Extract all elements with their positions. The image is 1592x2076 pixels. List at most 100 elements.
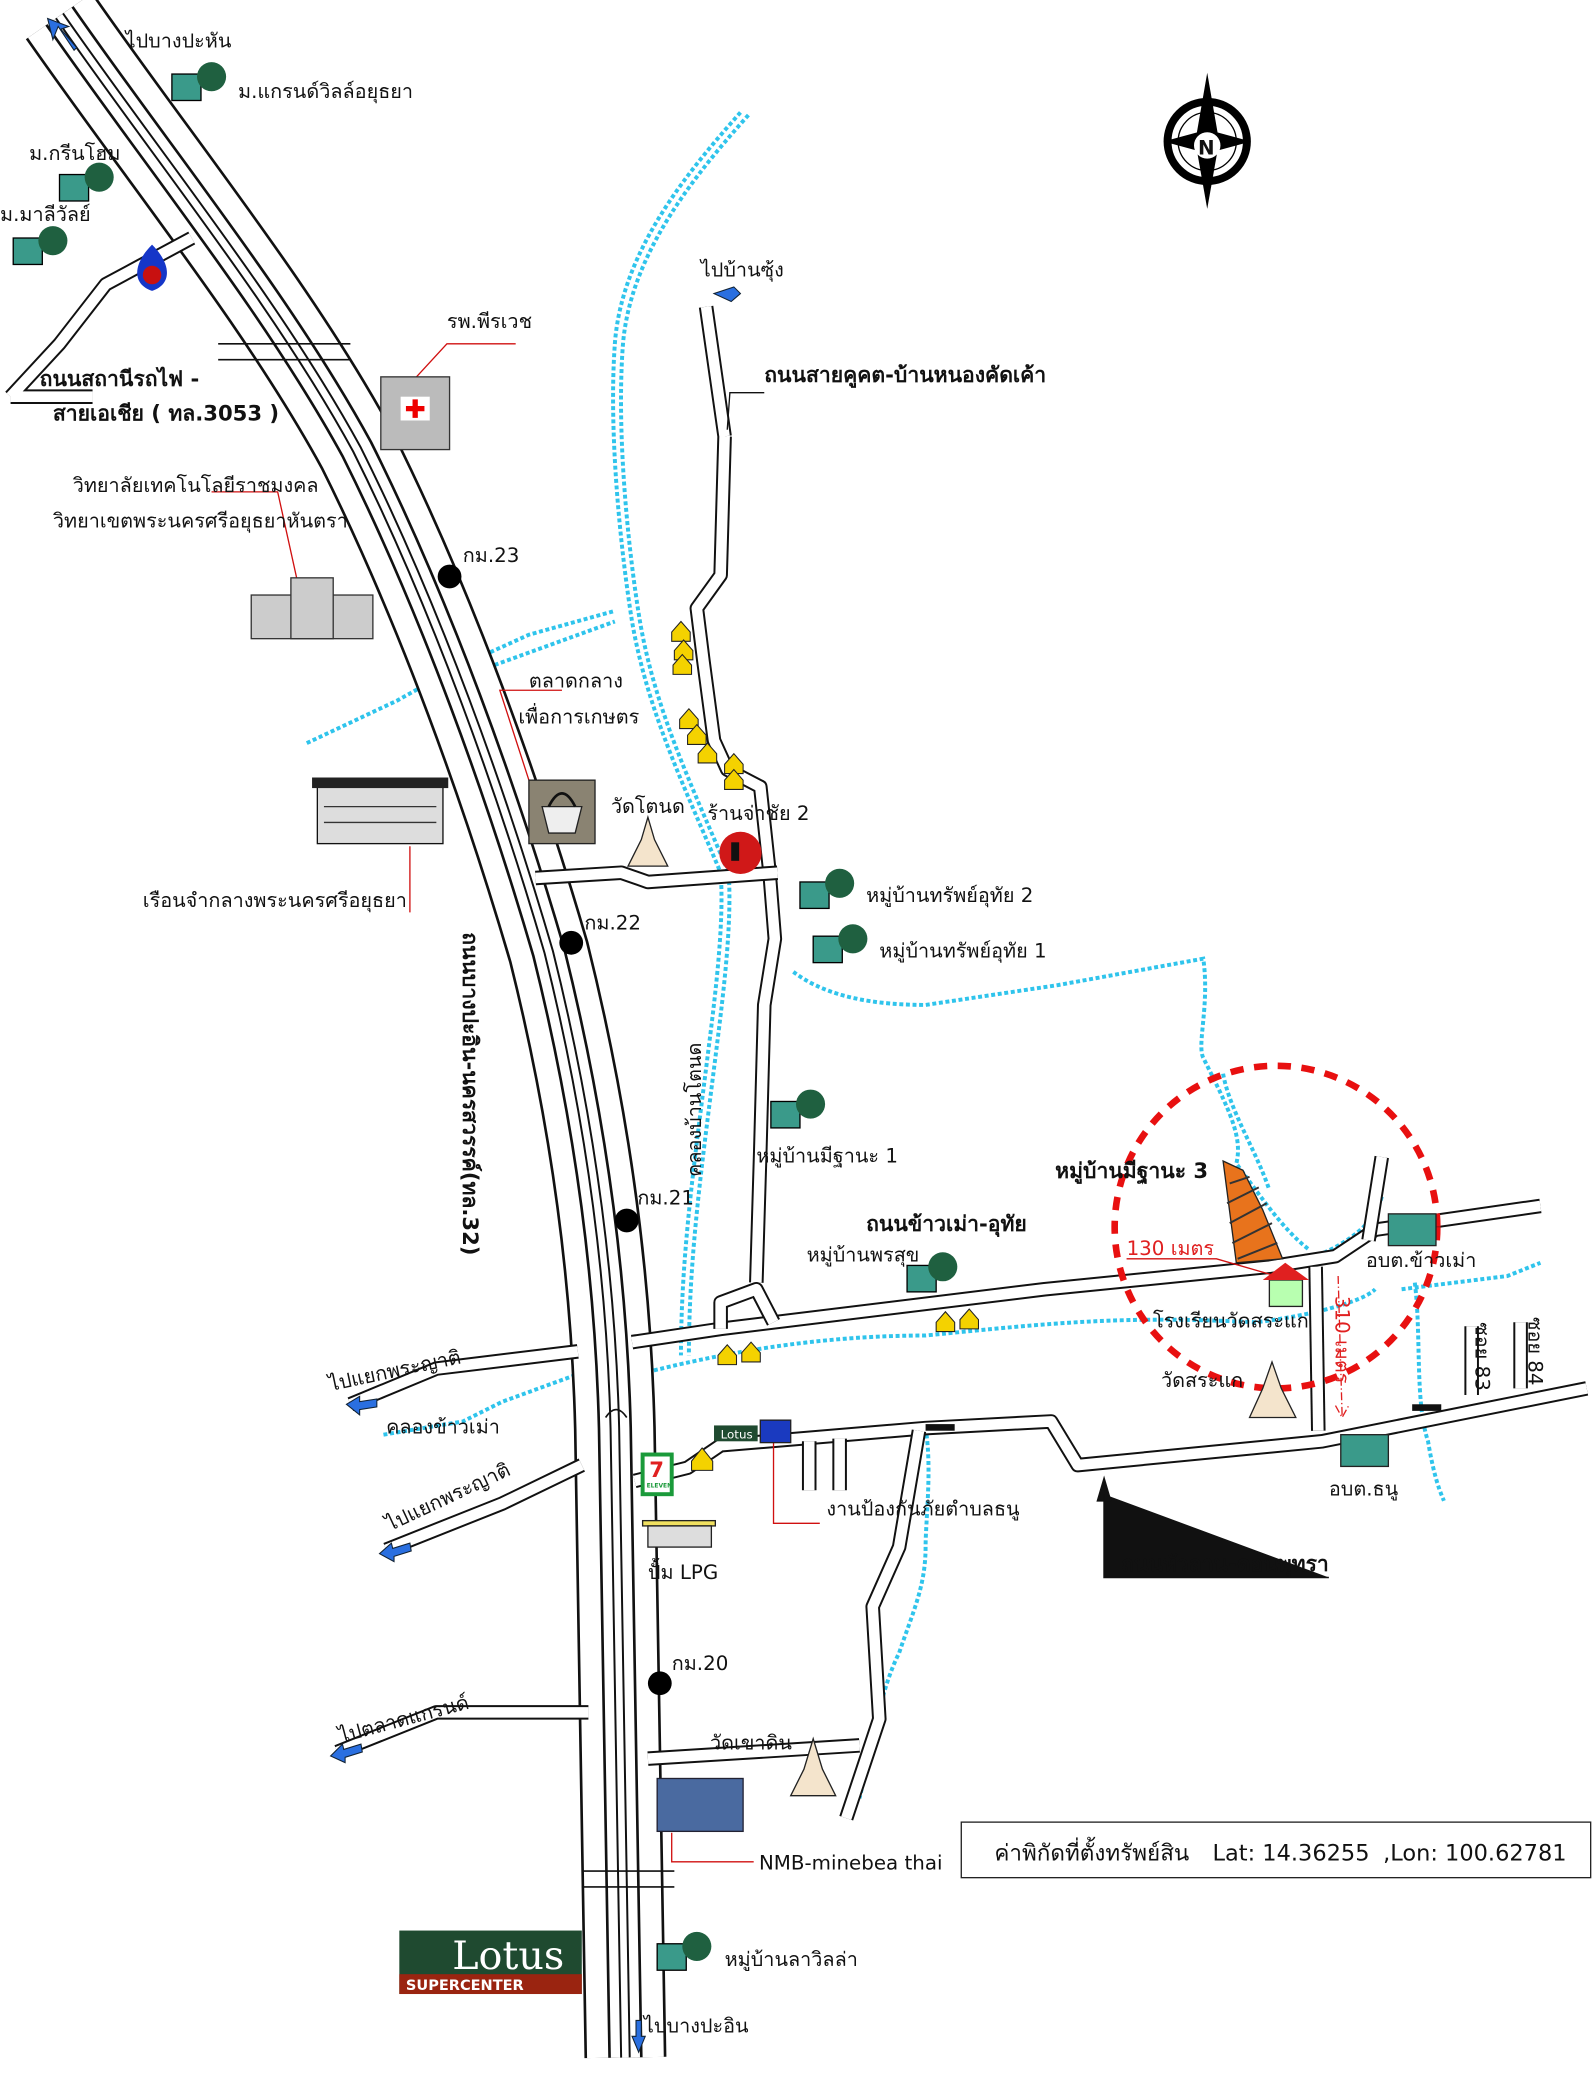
km-marker-icon	[437, 564, 462, 589]
lpg-station-icon	[641, 1519, 717, 1548]
distance-label: 310 เมตร	[1330, 1296, 1353, 1384]
svg-text:SUPERCENTER: SUPERCENTER	[406, 1978, 524, 1994]
label: หมู่บ้านลาวิลล่า	[725, 1948, 858, 1972]
km-label: กม.20	[672, 1652, 729, 1675]
label: ร้านจ่าชัย 2	[707, 802, 809, 825]
road-label: ถนนสายคูคต-บ้านหนองคัดเค้า	[764, 362, 1046, 389]
hualan-road-pointer	[1096, 1475, 1329, 1579]
direction-arrows	[46, 17, 742, 2054]
km-marker-icon	[647, 1671, 672, 1696]
label: วิทยาเขตพระนครศรีอยุธยาหันตรา	[53, 510, 348, 534]
factory-icon	[656, 1777, 744, 1833]
village-icon	[58, 162, 114, 202]
label: เรือนจำกลางพระนครศรีอยุธยา	[143, 889, 407, 913]
lotus-small-logo-icon: Lotus	[714, 1425, 758, 1442]
label: ไปบางปะหัน	[124, 30, 232, 53]
label: เพื่อการเกษตร	[518, 702, 639, 728]
obt-building-icon	[1387, 1213, 1437, 1247]
seven-eleven-icon: 7 ELEVEN	[640, 1452, 674, 1497]
map-labels: ไปบางปะหัน ม.แกรนด์วิลล์อยุธยา ม.กรีนโฮม…	[0, 30, 1547, 2038]
site-hatch	[1226, 1175, 1278, 1260]
km-label: กม.22	[584, 912, 641, 935]
village-icon	[12, 226, 68, 266]
label: หมู่บ้านทรัพย์อุทัย 1	[879, 939, 1046, 963]
school-icon	[1262, 1262, 1310, 1308]
km-marker-icon	[559, 930, 584, 955]
highway-32	[25, 0, 675, 2059]
label: ปั้ม LPG	[648, 1558, 718, 1584]
label: ม.กรีนโฮม	[29, 142, 120, 165]
canal-label: คลองบ้านโตนด	[683, 1043, 706, 1177]
temple-icon	[789, 1736, 837, 1797]
obt-building-icon	[1340, 1434, 1390, 1468]
restaurant-icon	[719, 831, 762, 875]
khukhot-pointer	[726, 392, 765, 430]
svg-text:Lotus: Lotus	[452, 1933, 564, 1979]
compass-icon: N	[1163, 72, 1251, 209]
km-marker-icon	[614, 1208, 639, 1233]
village-icon	[906, 1252, 958, 1293]
prison-icon	[312, 777, 449, 845]
label: ตลาดกลาง	[529, 670, 623, 693]
village-icon	[770, 1089, 826, 1129]
label: อบต.ธนู	[1329, 1478, 1399, 1502]
label: หมู่บ้านมีฐานะ 3	[1055, 1158, 1208, 1185]
svg-text:ค่าพิกัดที่ตั้งทรัพย์สิน: ค่าพิกัดที่ตั้งทรัพย์สิน	[994, 1836, 1189, 1866]
village-icon	[171, 62, 227, 102]
temple-icon	[627, 814, 669, 867]
ptt-logo-icon	[137, 244, 167, 291]
distance-label: 130 เมตร	[1127, 1237, 1215, 1260]
hospital-icon	[380, 376, 451, 451]
temple-icon	[1248, 1359, 1297, 1419]
lotus-supercenter-logo: Lotus SUPERCENTER	[399, 1930, 582, 1994]
label: หมู่บ้านมีฐานะ 1	[756, 1144, 898, 1168]
km-label: กม.21	[637, 1187, 694, 1210]
label: วิทยาลัยเทคโนโลยีราชมงคล	[73, 474, 319, 497]
label: งานป้องกันภัยตำบลธนู	[826, 1497, 1020, 1521]
canal-label: คลองข้าวเม่า	[386, 1415, 500, 1438]
arrow-icon	[329, 1743, 363, 1764]
road-label: สายเอเชีย ( ทล.3053 )	[53, 400, 279, 425]
label: ม.แกรนด์วิลล์อยุธยา	[238, 80, 413, 104]
svg-text:7: 7	[649, 1457, 664, 1482]
arrow-icon	[631, 2019, 647, 2054]
disaster-unit-icon	[759, 1419, 792, 1444]
property-site-marker	[1222, 1159, 1284, 1264]
road-label: ถนนบางปะอิน-นครสวรรค์(ทล.32)	[458, 932, 483, 1255]
road-label: ถนนข้าวเม่า-อุทัย	[866, 1211, 1027, 1238]
village-icon	[799, 868, 855, 910]
icons: 7 ELEVEN Lotus	[12, 62, 1437, 1971]
distance-310-line	[1334, 1275, 1350, 1419]
km-label: กม.23	[463, 544, 520, 567]
label: หมู่บ้านทรัพย์อุทัย 2	[866, 884, 1033, 908]
label: หมู่บ้านพรสุข	[807, 1243, 920, 1267]
arrow-icon	[712, 286, 742, 303]
label: NMB-minebea thai	[759, 1852, 943, 1875]
site-radius-circle	[1111, 1062, 1441, 1392]
label: วัดสระแก	[1161, 1369, 1243, 1392]
market-basket-icon	[528, 779, 596, 845]
label: ม.มาลีวัลย์	[0, 203, 91, 226]
road-label: ซอย 83	[1471, 1322, 1494, 1391]
village-icon	[656, 1931, 712, 1971]
road-label: ถนนสถานีรถไฟ -	[40, 366, 200, 391]
arrow-icon	[378, 1542, 412, 1563]
label: รพ.พีรเวช	[447, 310, 532, 333]
svg-text:Lat: 14.36255: Lat: 14.36255	[1213, 1840, 1370, 1866]
label: อบต.ข้าวเม่า	[1366, 1249, 1476, 1272]
label: วัดโตนด	[611, 795, 685, 818]
coordinates-box: ค่าพิกัดที่ตั้งทรัพย์สิน Lat: 14.36255 ,…	[960, 1821, 1592, 1879]
college-icon	[250, 577, 374, 640]
road-label: ซอย 84	[1524, 1317, 1547, 1386]
label: วัดเขาดิน	[710, 1731, 792, 1754]
svg-text:N: N	[1198, 137, 1215, 160]
arrow-icon	[345, 1395, 378, 1416]
label: ไปบ้านซุ้ง	[699, 258, 784, 282]
arrow-icon	[46, 17, 78, 52]
house-icons	[671, 620, 980, 1471]
label: โรงเรียนวัดสระแก	[1153, 1310, 1309, 1333]
svg-text:Lotus: Lotus	[721, 1428, 753, 1442]
village-icon	[812, 924, 868, 964]
